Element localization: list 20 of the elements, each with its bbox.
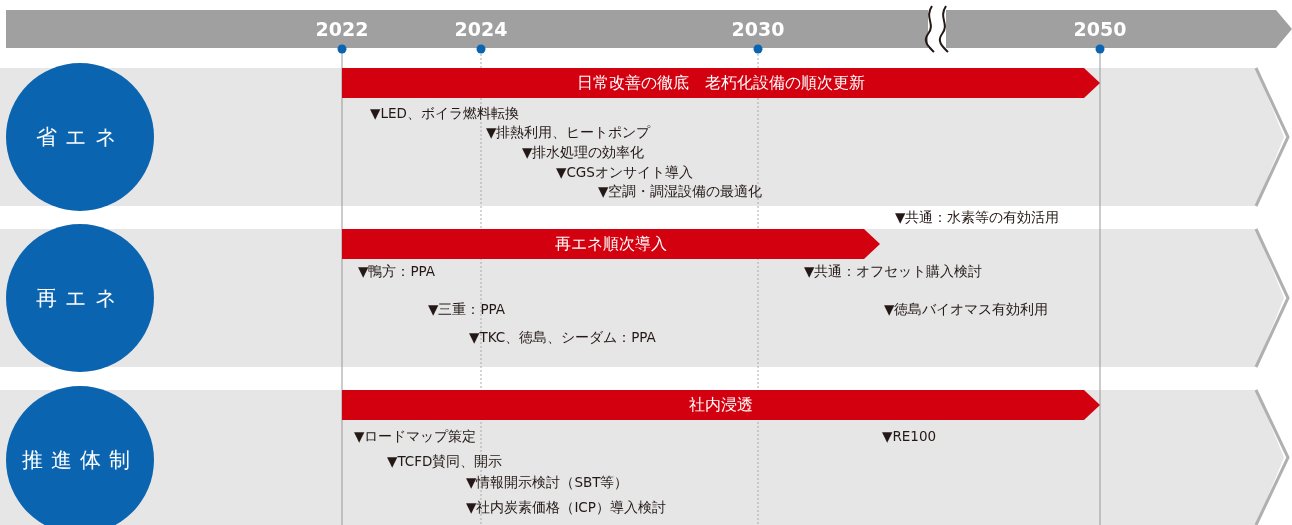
milestone-label: ▼RE100 — [882, 428, 937, 444]
timeline-bar: 再エネ順次導入 — [342, 229, 880, 259]
timeline-bar: 日常改善の徹底 老朽化設備の順次更新 — [342, 68, 1100, 98]
milestone-label: ▼共通：水素等の有効活用 — [895, 209, 1060, 225]
milestone-label: ▼共通：オフセット購入検討 — [804, 263, 983, 279]
milestone-label: ▼TKC、徳島、シーダム：PPA — [469, 329, 656, 345]
timeline-bar: 社内浸透 — [342, 390, 1100, 420]
milestone-label: ▼徳島バイオマス有効利用 — [884, 301, 1049, 317]
milestone-label: ▼CGSオンサイト導入 — [556, 164, 693, 180]
milestone-label: ▼TCFD賛同、開示 — [387, 453, 503, 469]
year-label: 2050 — [1072, 18, 1128, 40]
milestone-label: ▼三重：PPA — [428, 301, 506, 317]
milestone-label: ▼社内炭素価格（ICP）導入検討 — [466, 499, 666, 515]
milestone-label: ▼情報開示検討（SBT等） — [466, 474, 629, 490]
year-label: 2022 — [314, 18, 370, 40]
milestone-label: ▼空調・調湿設備の最適化 — [598, 183, 763, 199]
milestone-label: ▼排水処理の効率化 — [522, 144, 645, 160]
year-label: 2024 — [453, 18, 509, 40]
milestone-label: ▼排熱利用、ヒートポンプ — [486, 124, 651, 140]
year-label: 2030 — [730, 18, 786, 40]
